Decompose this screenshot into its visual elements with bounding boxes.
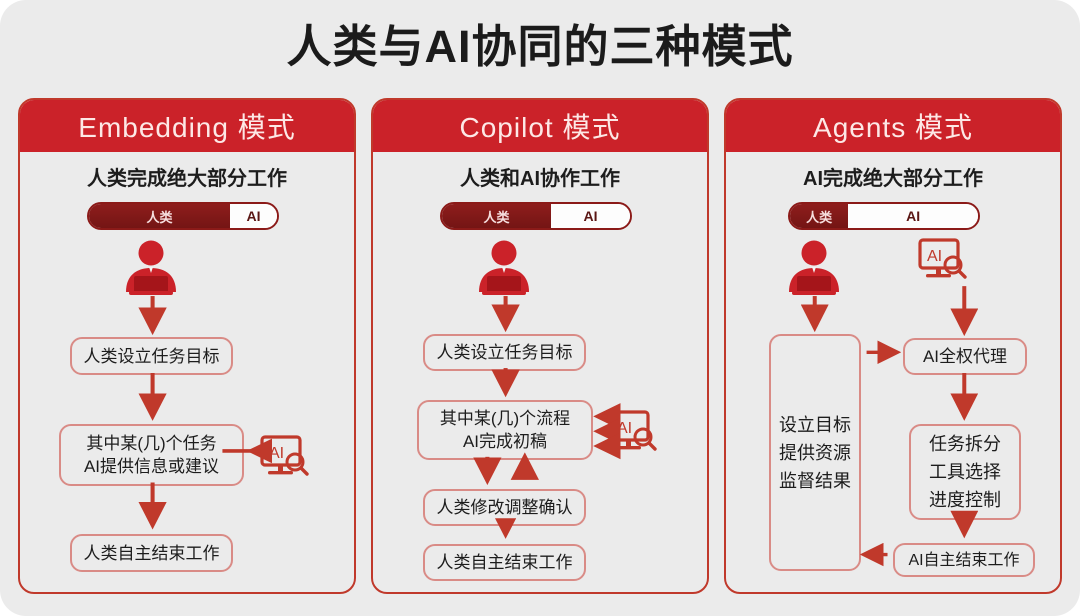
person-at-desk-icon [789, 240, 839, 295]
flow-node-1: 人类设立任务目标 [423, 334, 586, 371]
card-header-embedding: Embedding 模式 [20, 100, 354, 152]
mode-card-copilot: Copilot 模式 人类和AI协作工作 人类 AI 人类设立任务目标 [371, 98, 709, 594]
card-body-copilot: 人类和AI协作工作 人类 AI 人类设立任务目标 其中某(几)个流程 [373, 152, 707, 592]
card-header-label: Embedding 模式 [78, 112, 296, 143]
person-at-desk-icon [126, 240, 176, 295]
card-body-agents: AI完成绝大部分工作 人类 AI AI [726, 152, 1060, 592]
flow-node-label: AI全权代理 [922, 347, 1008, 366]
ratio-human-segment: 人类 [89, 204, 230, 228]
flow-node-label-line1: 其中某(几)个流程 [439, 409, 571, 428]
person-at-desk-icon [479, 240, 529, 295]
flow-node-label-line1: 设立目标 [779, 414, 851, 435]
card-subtitle: 人类完成绝大部分工作 [87, 168, 287, 190]
mode-columns: Embedding 模式 人类完成绝大部分工作 人类 AI [18, 98, 1062, 594]
flow-node-label-line2: AI提供信息或建议 [83, 457, 220, 476]
ai-monitor-icon: AI [608, 410, 657, 451]
card-header-agents: Agents 模式 [726, 100, 1060, 152]
flow-node-label: 人类设立任务目标 [436, 343, 573, 362]
flow-node-label: 人类修改调整确认 [436, 498, 573, 517]
flow-node-2: 其中某(几)个流程 AI完成初稿 [417, 400, 593, 460]
svg-text:AI: AI [617, 420, 632, 437]
human-ai-ratio-bar: 人类 AI [87, 202, 279, 230]
mode-card-agents: Agents 模式 AI完成绝大部分工作 人类 AI AI [724, 98, 1062, 594]
flow-node-label-line1: 其中某(几)个任务 [86, 434, 217, 453]
page-title: 人类与AI协同的三种模式 [286, 21, 794, 72]
mode-card-embedding: Embedding 模式 人类完成绝大部分工作 人类 AI [18, 98, 356, 594]
ratio-ai-segment: AI [848, 204, 978, 228]
flow-node-3: 任务拆分 工具选择 进度控制 [909, 424, 1021, 520]
human-ai-ratio-bar: 人类 AI [440, 202, 632, 230]
card-header-label: Copilot 模式 [459, 112, 621, 143]
card-body-embedding: 人类完成绝大部分工作 人类 AI 人类设立任务目标 [20, 152, 354, 592]
ratio-ai-segment: AI [551, 204, 630, 228]
flow-node-3: 人类修改调整确认 [423, 489, 586, 526]
card-subtitle: AI完成绝大部分工作 [803, 168, 983, 190]
svg-text:AI: AI [269, 445, 284, 462]
ratio-human-segment: 人类 [442, 204, 552, 228]
flow-node-1: 人类设立任务目标 [70, 337, 233, 375]
svg-text:AI: AI [927, 248, 942, 265]
flow-node-label: AI自主结束工作 [908, 551, 1020, 569]
card-header-copilot: Copilot 模式 [373, 100, 707, 152]
flow-node-4: 人类自主结束工作 [423, 544, 586, 581]
flow-node-label-line3: 监督结果 [779, 470, 851, 491]
flow-node-label-line2: 提供资源 [779, 442, 851, 463]
flow-node-label: 人类自主结束工作 [83, 543, 220, 563]
card-subtitle: 人类和AI协作工作 [460, 168, 620, 190]
ratio-ai-segment: AI [230, 204, 277, 228]
flow-node-label-line2: 工具选择 [929, 462, 1001, 482]
flow-node-label: 人类自主结束工作 [436, 553, 573, 572]
flow-node-label-line2: AI完成初稿 [462, 432, 548, 451]
card-header-label: Agents 模式 [813, 112, 973, 143]
flow-node-3: 人类自主结束工作 [70, 534, 233, 572]
flow-node-label: 人类设立任务目标 [83, 346, 220, 366]
flow-node-label-line1: 任务拆分 [929, 434, 1001, 454]
flow-node-2: AI全权代理 [903, 338, 1027, 375]
flow-node-label-line3: 进度控制 [929, 490, 1001, 510]
ratio-human-segment: 人类 [790, 204, 849, 228]
ai-monitor-icon: AI [260, 435, 309, 476]
ai-monitor-icon: AI [918, 238, 967, 279]
flow-node-1: 设立目标 提供资源 监督结果 [769, 334, 861, 571]
human-ai-ratio-bar: 人类 AI [788, 202, 980, 230]
flow-node-2: 其中某(几)个任务 AI提供信息或建议 [59, 424, 244, 486]
flow-node-4: AI自主结束工作 [893, 543, 1035, 577]
